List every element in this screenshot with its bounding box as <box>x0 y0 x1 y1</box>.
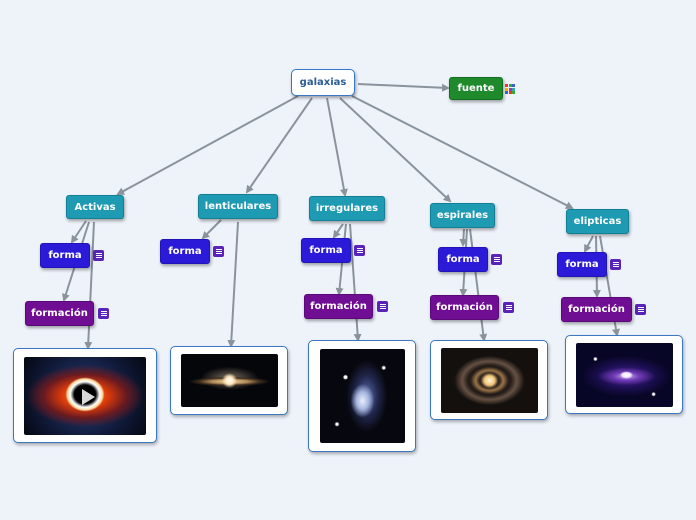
branch-label: elipticas <box>573 216 622 227</box>
formacion-node-activas[interactable]: formación <box>25 301 94 326</box>
branch-node-elipticas[interactable]: elipticas <box>566 209 629 234</box>
edge-espirales-forma <box>459 228 468 247</box>
branch-label: irregulares <box>315 203 379 214</box>
forma-node-lenticulares[interactable]: forma <box>160 239 210 264</box>
note-icon[interactable] <box>610 259 621 270</box>
forma-node-irregulares[interactable]: forma <box>301 238 351 263</box>
branch-label: Activas <box>74 201 116 213</box>
edge-root-elipticas <box>351 95 574 209</box>
image-card-lenticulares[interactable] <box>170 346 288 415</box>
forma-node-espirales[interactable]: forma <box>438 247 488 272</box>
forma-label: forma <box>48 250 82 261</box>
edge-activas-forma <box>70 220 87 244</box>
note-icon[interactable] <box>503 302 514 313</box>
note-icon[interactable] <box>377 301 388 312</box>
fuente-node[interactable]: fuente <box>449 77 503 100</box>
edge-irregulares-image <box>349 223 362 342</box>
branch-node-activas[interactable]: Activas <box>66 195 124 219</box>
forma-label: forma <box>309 245 343 256</box>
branch-node-espirales[interactable]: espirales <box>430 203 495 228</box>
edge-root-fuente <box>357 83 450 92</box>
edge-lenticulares-image <box>227 221 239 348</box>
image-card-elipticas[interactable] <box>565 335 683 414</box>
note-icon[interactable] <box>93 250 104 261</box>
edge-root-irregulares <box>326 97 348 197</box>
spiral-galaxy-image <box>441 348 538 413</box>
edge-activas-image <box>84 221 95 350</box>
image-card-espirales[interactable] <box>430 340 548 420</box>
forma-label: forma <box>565 259 599 270</box>
note-icon[interactable] <box>491 254 502 265</box>
forma-node-elipticas[interactable]: forma <box>557 252 607 277</box>
formacion-node-espirales[interactable]: formación <box>430 295 499 320</box>
formacion-node-irregulares[interactable]: formación <box>304 294 373 319</box>
edge-irregulares-forma <box>332 223 344 239</box>
irregular-galaxy-image <box>320 349 405 443</box>
formacion-label: formación <box>31 308 88 319</box>
forma-node-activas[interactable]: forma <box>40 243 90 268</box>
forma-label: forma <box>446 254 480 265</box>
branch-node-irregulares[interactable]: irregulares <box>309 196 385 221</box>
forma-label: forma <box>168 246 202 257</box>
elliptical-galaxy-image <box>576 343 673 407</box>
branch-node-lenticulares[interactable]: lenticulares <box>198 194 278 219</box>
edge-root-espirales <box>339 97 452 203</box>
edge-lenticulares-forma <box>201 219 222 240</box>
formacion-label: formación <box>436 302 493 313</box>
formacion-label: formación <box>568 304 625 315</box>
branch-label: espirales <box>436 210 489 221</box>
image-card-irregulares[interactable] <box>308 340 416 452</box>
fuente-label: fuente <box>457 83 495 94</box>
grid-icon[interactable] <box>505 84 515 94</box>
edge-root-activas <box>116 95 299 195</box>
play-icon[interactable] <box>82 389 95 405</box>
image-card-activas[interactable] <box>13 348 157 443</box>
formacion-node-elipticas[interactable]: formación <box>561 297 632 322</box>
edge-espirales-image <box>469 228 488 342</box>
root-label: galaxias <box>299 77 347 88</box>
note-icon[interactable] <box>635 304 646 315</box>
formacion-label: formación <box>310 301 367 312</box>
branch-label: lenticulares <box>204 201 272 212</box>
edge-elipticas-forma <box>584 235 594 253</box>
edge-root-lenticulares <box>245 97 313 194</box>
lenticular-galaxy-image <box>181 354 278 407</box>
note-icon[interactable] <box>213 246 224 257</box>
note-icon[interactable] <box>354 245 365 256</box>
root-node[interactable]: galaxias <box>291 69 355 96</box>
note-icon[interactable] <box>98 308 109 319</box>
